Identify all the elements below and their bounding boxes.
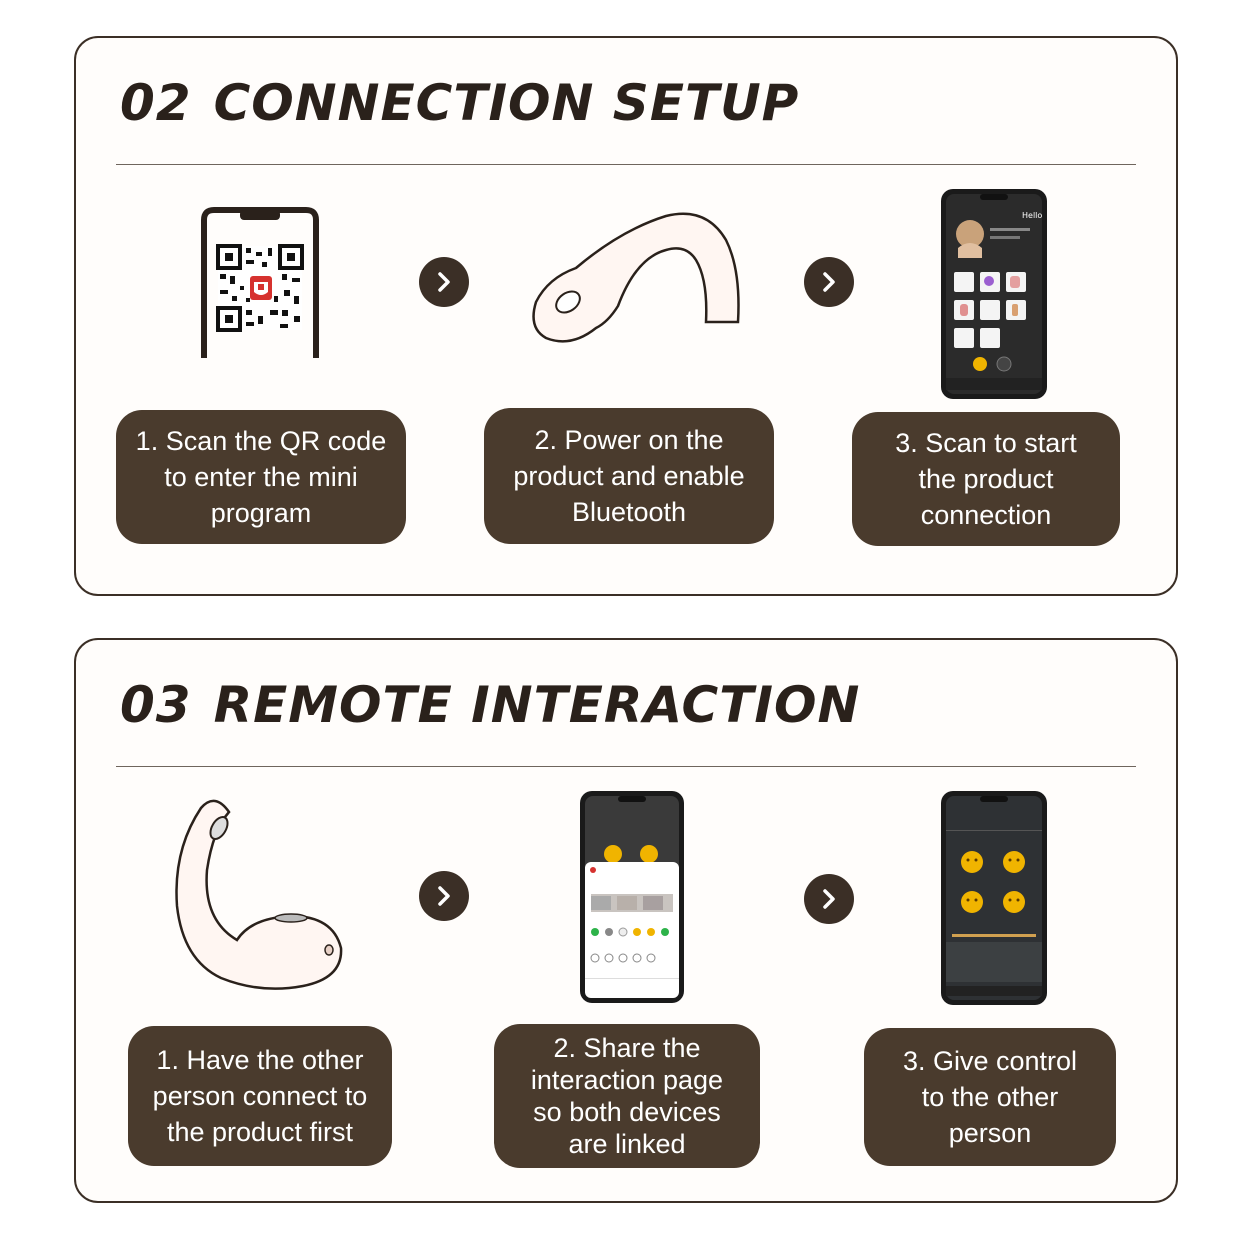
next-arrow — [804, 257, 854, 307]
section-number: 02 — [120, 74, 192, 132]
next-arrow — [419, 871, 469, 921]
device-icon — [532, 212, 740, 343]
step-box: 3. Scan to start the product connection — [852, 412, 1120, 546]
step-box: 2. Share the interaction page so both de… — [494, 1024, 760, 1168]
next-arrow — [804, 874, 854, 924]
next-arrow — [419, 257, 469, 307]
step-box: 3. Give control to the other person — [864, 1028, 1116, 1166]
share-phone-icon — [580, 791, 684, 1003]
section-title: 03 REMOTE INTERACTION — [120, 676, 860, 734]
chevron-right-icon — [438, 886, 450, 906]
divider — [116, 766, 1136, 767]
section-title-text: CONNECTION SETUP — [213, 74, 800, 132]
section-title: 02 CONNECTION SETUP — [120, 74, 799, 132]
device-icon — [175, 799, 343, 990]
step-box: 1. Scan the QR code to enter the mini pr… — [116, 410, 406, 544]
chevron-right-icon — [823, 889, 835, 909]
chevron-right-icon — [823, 272, 835, 292]
chevron-right-icon — [438, 272, 450, 292]
app-phone-icon: Hello — [941, 189, 1047, 399]
divider — [116, 164, 1136, 165]
section-number: 03 — [120, 676, 192, 734]
phone-qr-icon — [201, 207, 319, 358]
phone-greeting: Hello — [1022, 211, 1042, 220]
section-title-text: REMOTE INTERACTION — [213, 676, 861, 734]
step-box: 2. Power on the product and enable Bluet… — [484, 408, 774, 544]
remote-interaction-panel: 03 REMOTE INTERACTION — [74, 638, 1178, 1203]
step-box: 1. Have the other person connect to the … — [128, 1026, 392, 1166]
control-phone-icon — [941, 791, 1047, 1005]
connection-setup-panel: 02 CONNECTION SETUP — [74, 36, 1178, 596]
